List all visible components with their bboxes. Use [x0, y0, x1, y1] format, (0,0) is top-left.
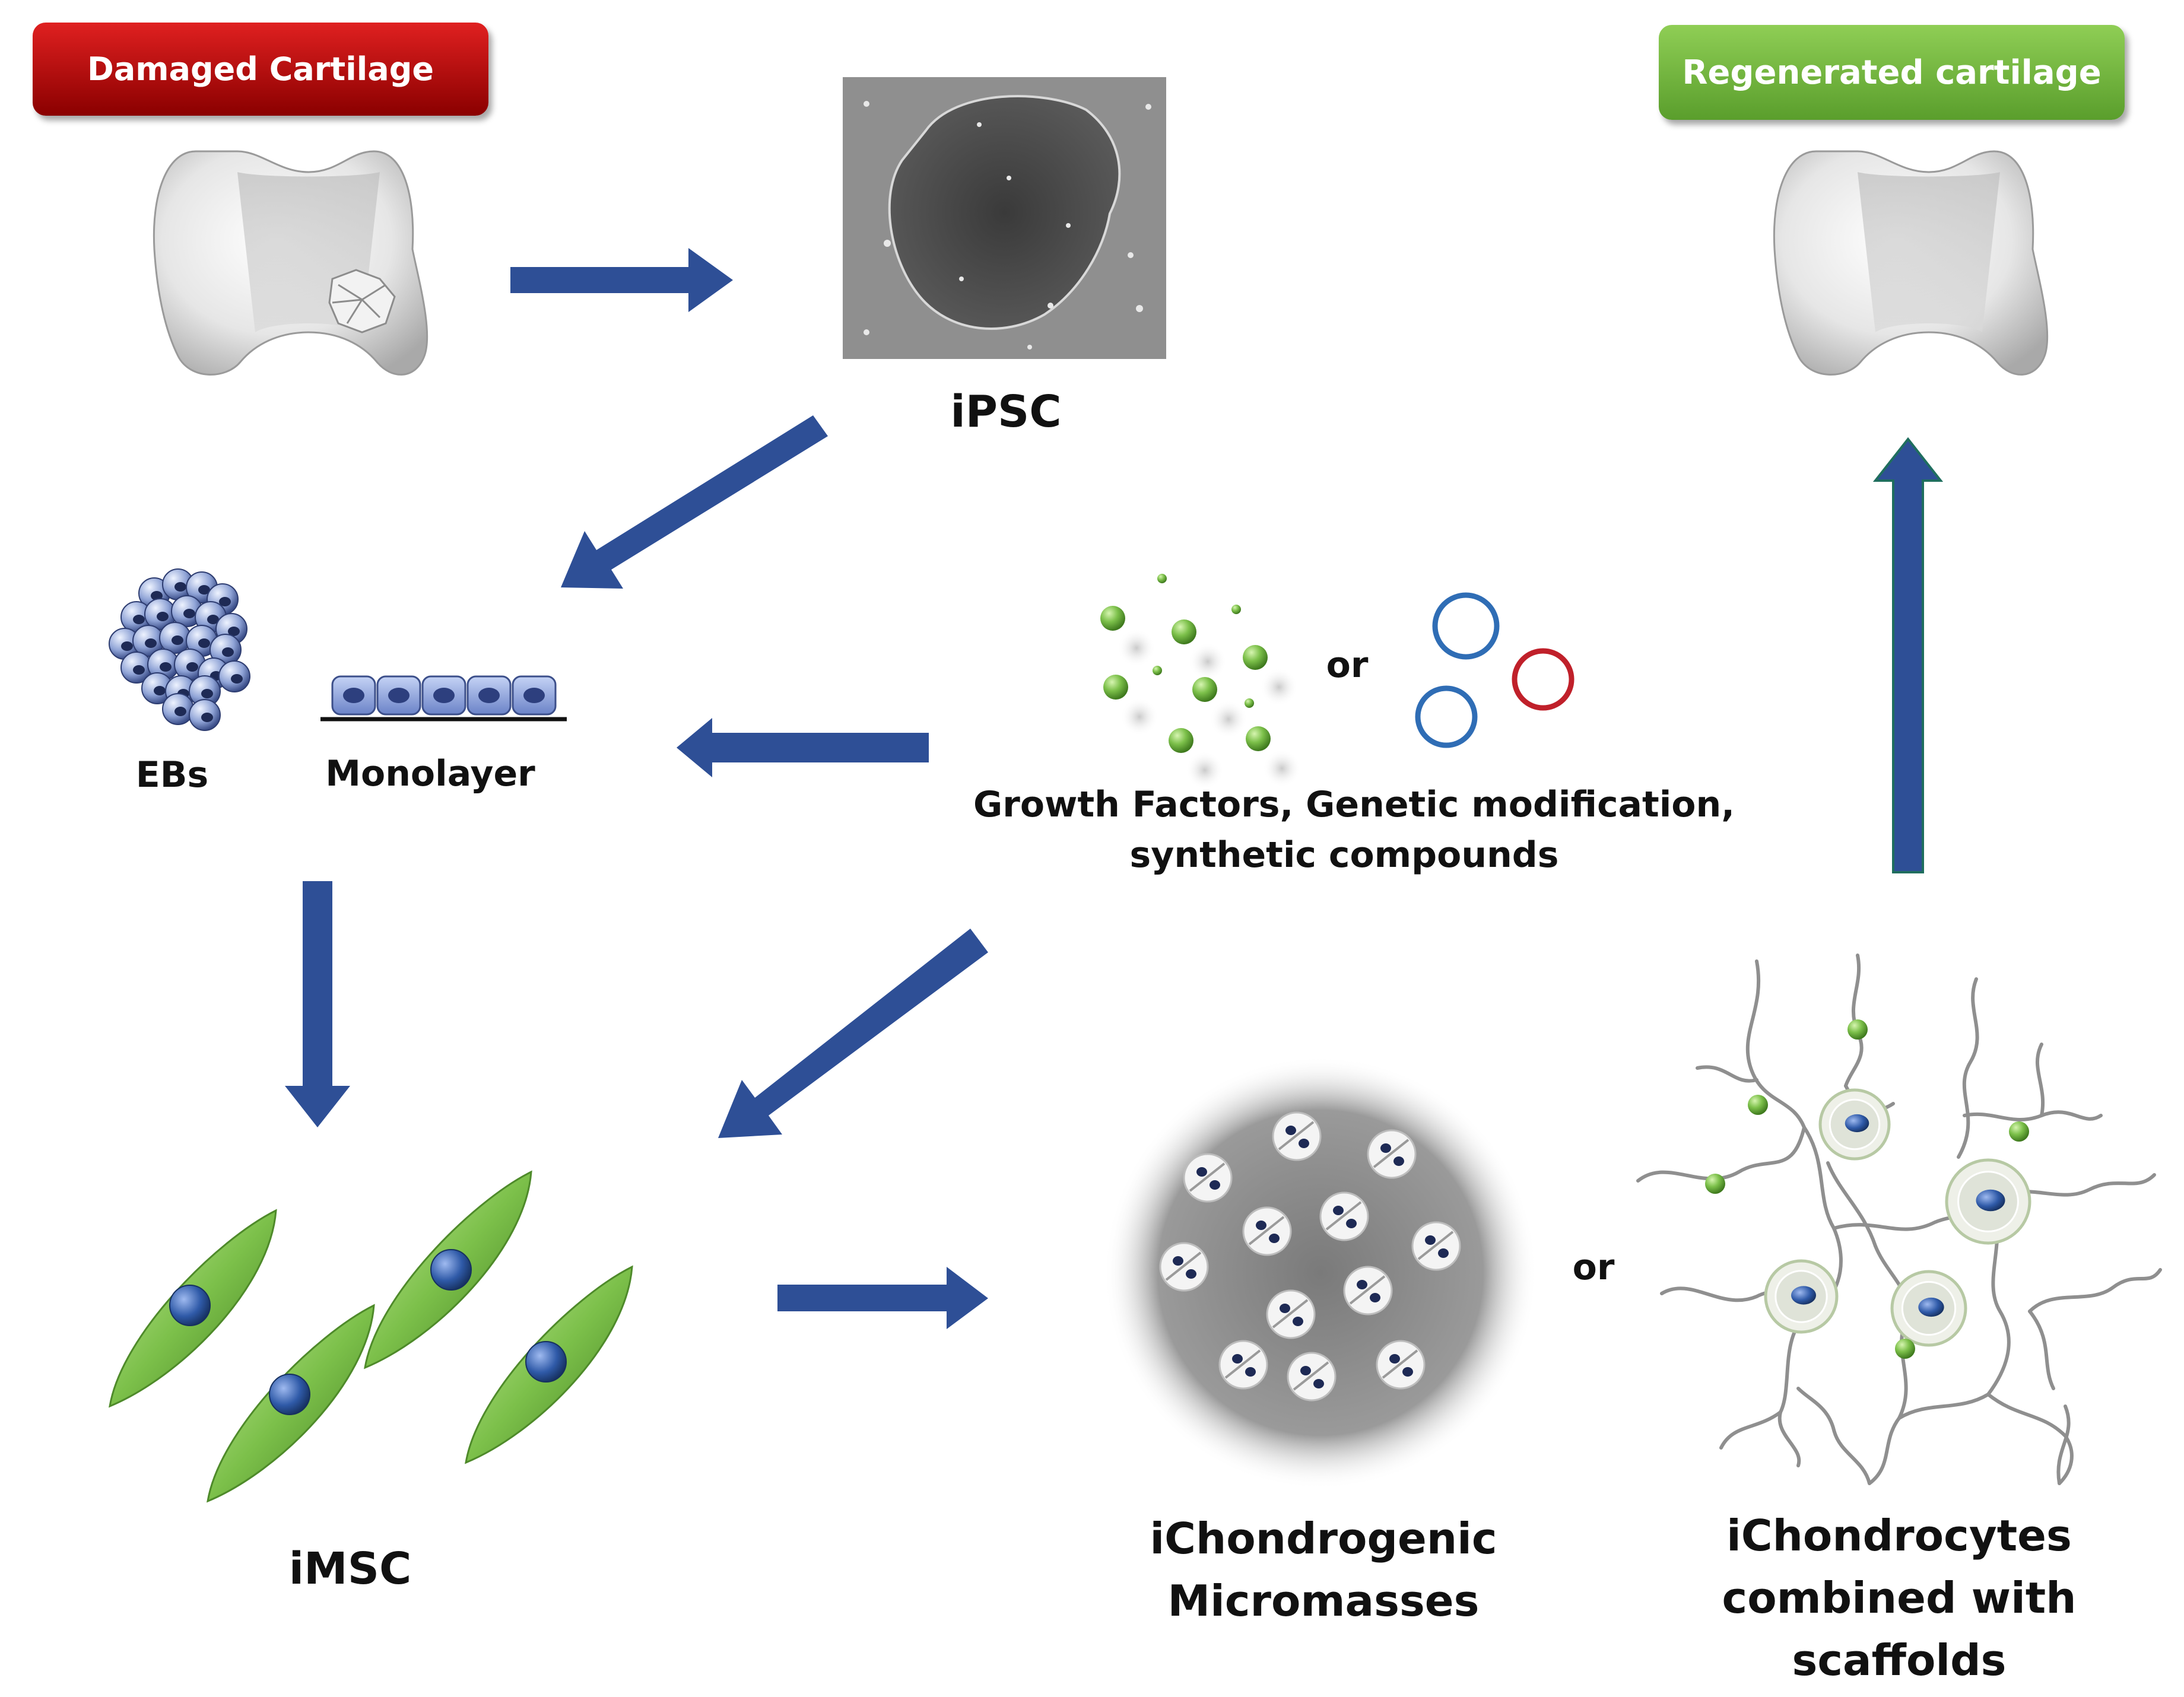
genetic-modification-plasmids-icon — [1415, 592, 1574, 748]
damaged-cartilage-badge: Damaged Cartilage — [33, 23, 488, 116]
growth-factor-particles-icon — [1100, 574, 1301, 789]
micromass-label-line1: iChondrogenic — [1150, 1514, 1497, 1563]
cartilage-damage-icon — [328, 269, 396, 333]
or-factors-label: or — [1326, 644, 1369, 686]
monolayer-label: Monolayer — [325, 753, 535, 795]
arrow-imsc-to-micromass — [777, 1267, 988, 1329]
arrow-bone-to-ipsc — [510, 248, 733, 312]
ipsc-micrograph — [843, 77, 1166, 359]
imsc-cells-icon — [109, 1170, 633, 1503]
micromass-label-line2: Micromasses — [1167, 1576, 1480, 1626]
arrow-factors-to-monolayer — [677, 718, 929, 777]
arrow-factors-to-imsc — [718, 929, 988, 1138]
arrow-ipsc-to-ebs — [561, 415, 828, 589]
scaffold-label-line3: scaffolds — [1792, 1635, 2007, 1685]
monolayer-cells-icon — [320, 675, 567, 722]
chondrogenic-micromass-icon — [1104, 1056, 1537, 1489]
factors-label-line2: synthetic compounds — [1129, 834, 1559, 876]
factors-label-line1: Growth Factors, Genetic modification, — [973, 784, 1735, 825]
ipsc-label: iPSC — [950, 386, 1062, 437]
embryoid-bodies-icon — [109, 568, 250, 731]
ebs-label: EBs — [135, 754, 209, 796]
imsc-label: iMSC — [288, 1543, 412, 1594]
or-scaffold-label: or — [1572, 1247, 1615, 1288]
scaffold-chondrocytes-icon — [1636, 954, 2162, 1485]
scaffold-label-line1: iChondrocytes — [1726, 1511, 2072, 1561]
arrow-scaffold-to-regenerated — [1872, 437, 1944, 873]
regenerated-cartilage-bone-icon — [1773, 150, 2049, 376]
damaged-cartilage-bone-icon — [153, 150, 428, 376]
scaffold-label-line2: combined with — [1722, 1573, 2077, 1623]
arrow-monolayer-to-imsc — [285, 881, 350, 1127]
regenerated-cartilage-badge: Regenerated cartilage — [1659, 25, 2125, 120]
